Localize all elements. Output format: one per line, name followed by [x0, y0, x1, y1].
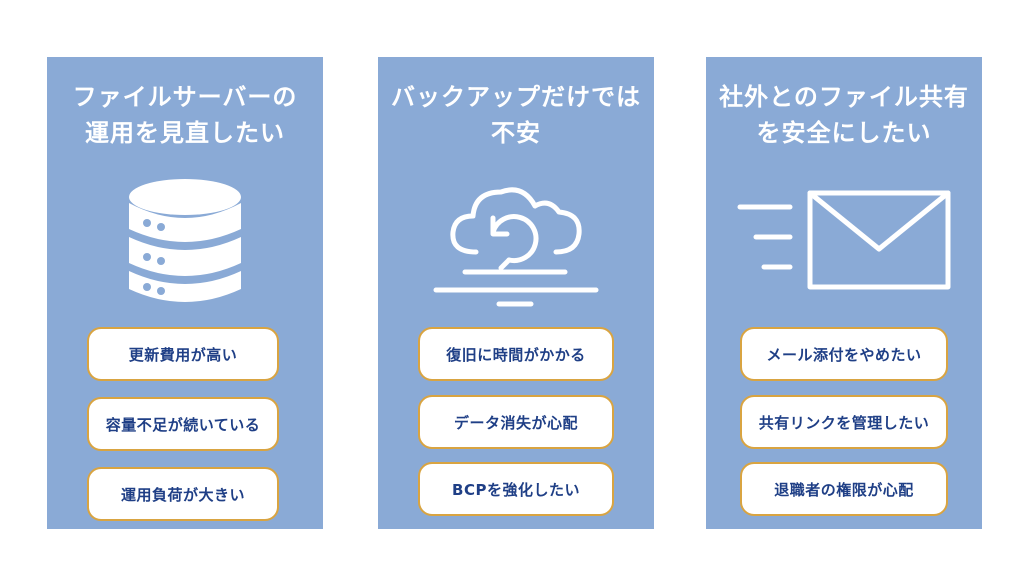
issue-label: 更新費用が高い [128, 345, 238, 364]
issue-pill: 更新費用が高い [87, 327, 279, 381]
issue-label: データ消失が心配 [453, 413, 578, 432]
issue-pill: 共有リンクを管理したい [740, 395, 948, 449]
issue-label: 共有リンクを管理したい [758, 413, 930, 432]
issue-label: 復旧に時間がかかる [446, 345, 586, 364]
issue-pill: 復旧に時間がかかる [418, 327, 614, 381]
issue-pill: データ消失が心配 [418, 395, 614, 449]
card-title: 社外とのファイル共有 を安全にしたい [719, 83, 969, 147]
card-title: バックアップだけでは 不安 [391, 83, 641, 147]
issue-label: メール添付をやめたい [766, 345, 922, 364]
issue-label: 退職者の権限が心配 [774, 480, 914, 499]
database-icon [47, 167, 323, 317]
card-external-share: 社外とのファイル共有 を安全にしたい メール添付をやめたい 共有リンクを管理した… [706, 57, 982, 529]
issue-pill: 退職者の権限が心配 [740, 462, 948, 516]
issue-pill: メール添付をやめたい [740, 327, 948, 381]
issue-label: 運用負荷が大きい [120, 485, 245, 504]
issue-pill: 容量不足が続いている [87, 397, 279, 451]
issue-pill: BCPを強化したい [418, 462, 614, 516]
mail-icon [706, 167, 982, 317]
issue-label: 容量不足が続いている [105, 415, 261, 434]
issue-pill: 運用負荷が大きい [87, 467, 279, 521]
card-title: ファイルサーバーの 運用を見直したい [72, 83, 298, 147]
card-backup: バックアップだけでは 不安 復旧に時間がかかる データ消失が心配 BCPを強化し… [378, 57, 654, 529]
cloud-sync-icon [378, 167, 654, 317]
issue-label: BCPを強化したい [452, 480, 580, 499]
card-file-server: ファイルサーバーの 運用を見直したい 更新費用が高い 容量不足が続いている 運用… [47, 57, 323, 529]
